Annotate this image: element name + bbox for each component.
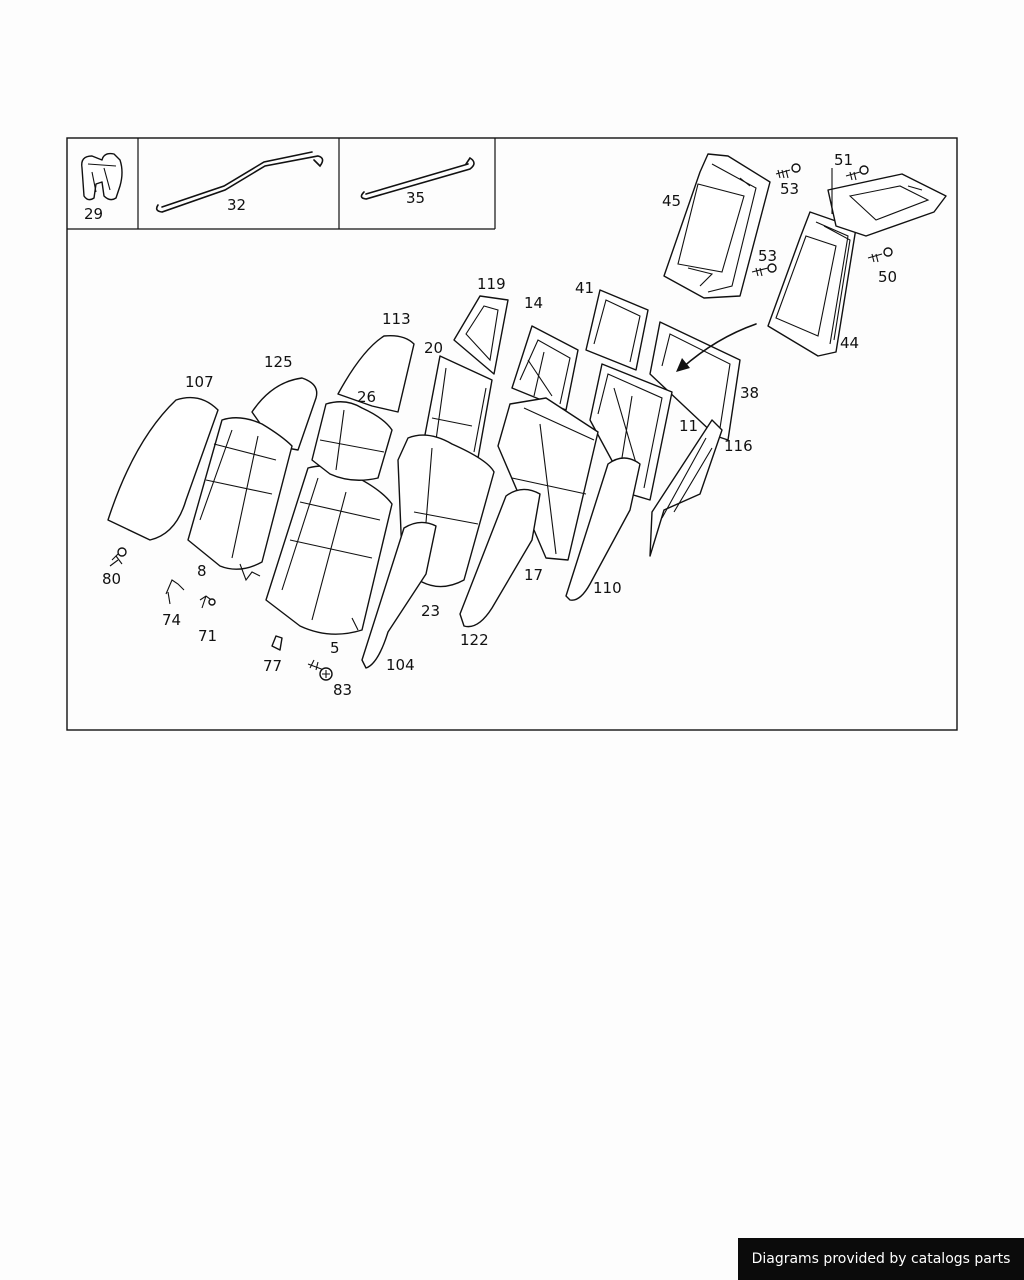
lid-part-51 [827,173,947,237]
attribution-text: Diagrams provided by catalogs parts [751,1251,1011,1267]
callout-label: 11 [679,417,698,435]
callout-label: 44 [840,334,859,352]
side-trim-110 [565,457,641,601]
callout-label: 80 [102,570,121,588]
callout-label: 110 [593,579,622,597]
backrest-5 [265,465,393,635]
inset-label: 32 [227,196,246,214]
callout-label: 23 [421,602,440,620]
clip-part-29 [81,152,123,201]
inset-label: 29 [84,205,103,223]
wire-part-35 [360,156,475,200]
callout-label: 113 [382,310,411,328]
callout-label: 14 [524,294,543,312]
cushion-26 [311,401,393,481]
callout-label: 51 [834,151,853,169]
attribution-banner: Diagrams provided by catalogs parts [738,1238,1024,1280]
side-trim-122 [459,488,541,628]
callout-label: 17 [524,566,543,584]
seat-cover-107 [107,396,219,541]
inset-label: 35 [406,189,425,207]
screw-83 [307,659,333,681]
frame-119 [453,295,509,375]
armrest-tray-44 [767,211,857,357]
callout-label: 104 [386,656,415,674]
diagram-frame [66,137,958,731]
callout-label: 26 [357,388,376,406]
callout-label: 38 [740,384,759,402]
frame-20 [423,355,493,459]
callout-label: 77 [263,657,282,675]
bracket-71 [199,595,216,609]
callout-label: 116 [724,437,753,455]
inset-labels: 29 32 35 [84,189,425,223]
seat-cushion-17 [497,397,599,561]
trim-116 [649,419,723,557]
callout-label: 53 [758,247,777,265]
callout-label: 125 [264,353,293,371]
bolt-80 [109,547,127,567]
frame-38 [649,321,741,441]
callout-label: 83 [333,681,352,699]
callout-label: 122 [460,631,489,649]
clip-77 [271,635,283,651]
hinge-8 [239,563,261,582]
callout-label: 53 [780,180,799,198]
side-trim-104 [361,521,437,669]
bracket-74 [165,579,185,605]
callout-label: 20 [424,339,443,357]
callout-label: 5 [330,639,340,657]
wire-part-32 [155,155,324,213]
callout-label: 71 [198,627,217,645]
callout-label: 107 [185,373,214,391]
screw-53-top [775,163,801,179]
screw-51 [845,165,869,181]
screw-53-mid [751,263,777,277]
inset-box [67,138,496,230]
wire-part-35-inner [365,163,469,195]
callout-label: 41 [575,279,594,297]
backrest-8 [187,417,293,570]
callout-label: 45 [662,192,681,210]
callout-label: 119 [477,275,506,293]
callout-label: 50 [878,268,897,286]
frame-41 [585,289,649,371]
callout-label: 74 [162,611,181,629]
screw-50 [867,247,893,263]
seat-cover-113 [337,334,415,413]
armrest-box-45 [663,153,771,299]
callout-labels: 51 53 45 53 50 44 119 14 41 113 20 38 12… [102,151,897,699]
frame-14 [511,325,579,411]
wire-part-32-inner [161,151,313,208]
assembly-arrow [676,323,757,372]
callout-label: 8 [197,562,207,580]
